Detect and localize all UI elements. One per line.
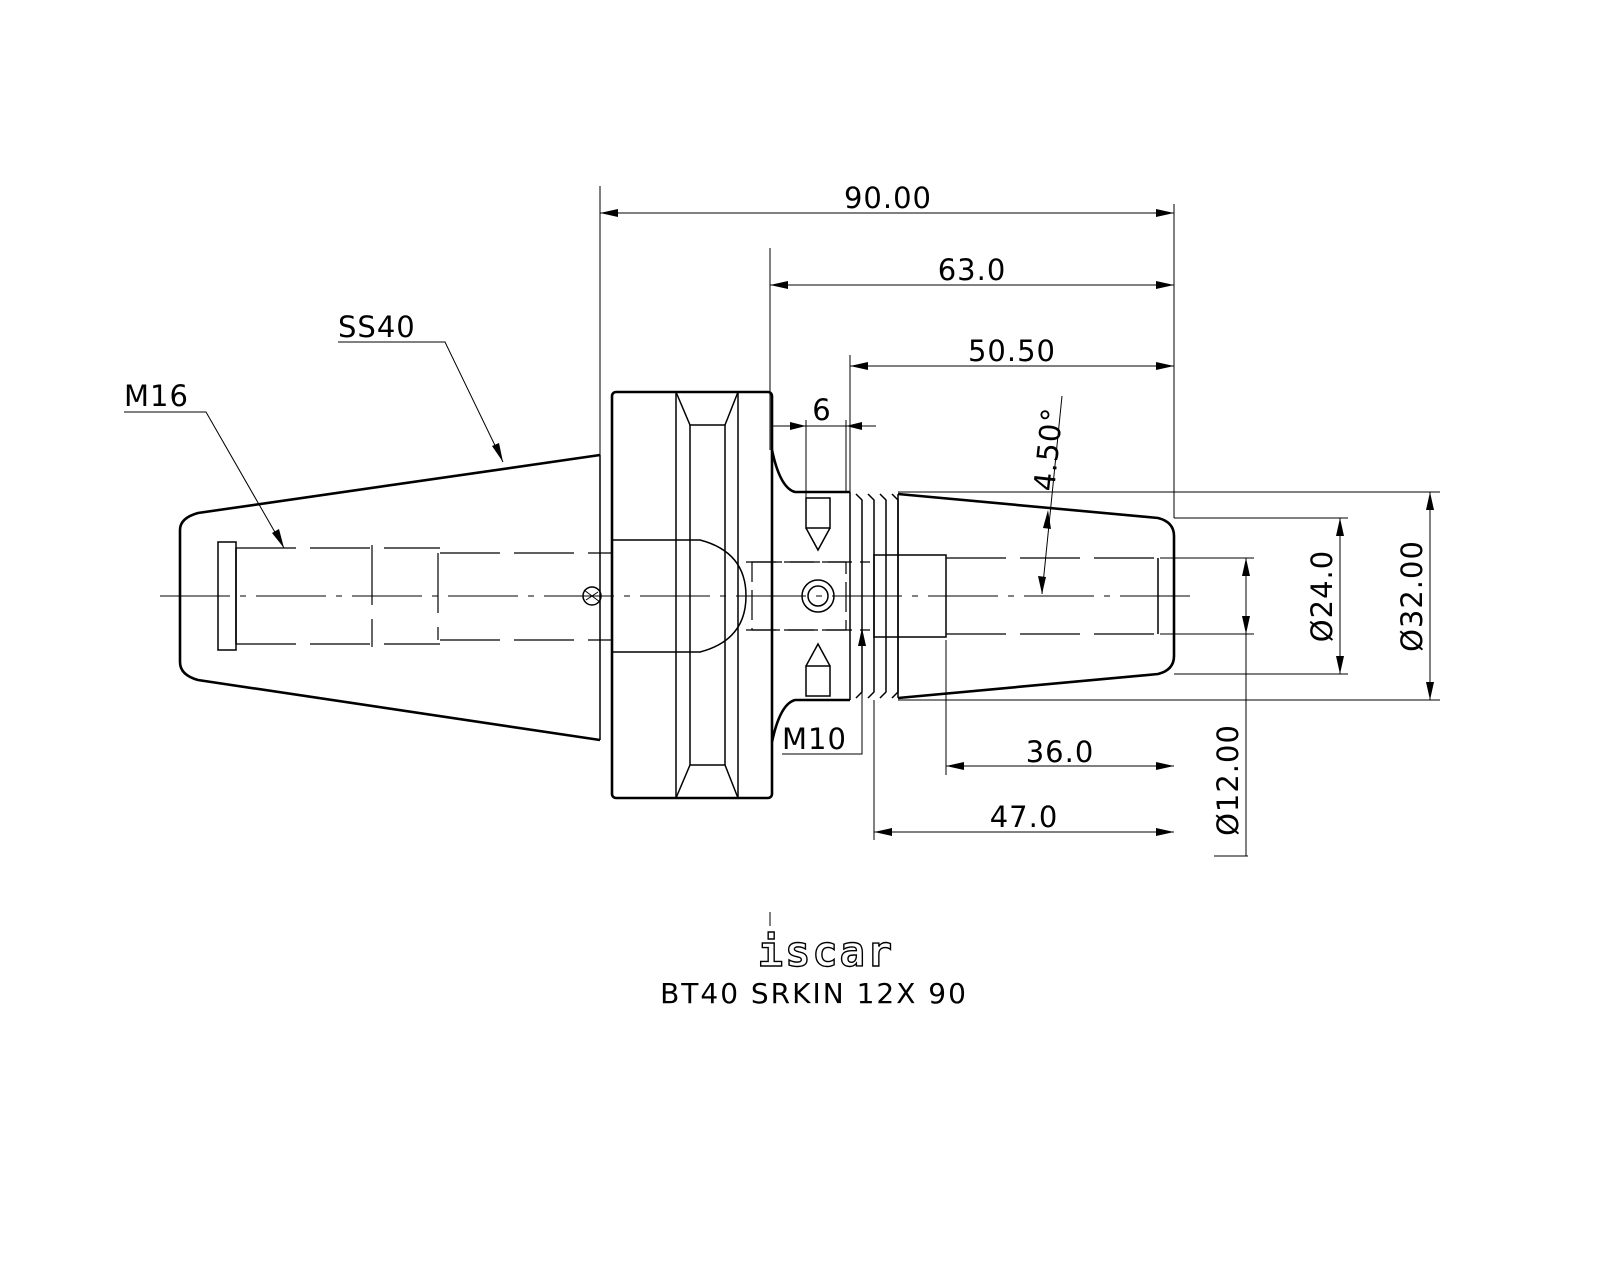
flange [610, 390, 774, 800]
dim-length-50: 50.50 [968, 334, 1056, 368]
dim-length-47: 47.0 [990, 800, 1059, 834]
dim-length-63: 63.0 [938, 253, 1007, 287]
callout-screw: M10 [782, 722, 847, 756]
dim-dia-24: Ø24.0 [1305, 550, 1339, 642]
dimension-lines [124, 186, 1440, 857]
dim-groove-width: 6 [812, 393, 831, 427]
product-code: BT40 SRKIN 12X 90 [660, 977, 968, 1010]
dim-taper-angle: 4.50° [1027, 406, 1070, 493]
key-pin [582, 586, 602, 606]
callout-taper: SS40 [338, 310, 416, 344]
dim-dia-32: Ø32.00 [1395, 540, 1429, 652]
dim-overall-length: 90.00 [844, 181, 932, 215]
hidden-bore [236, 545, 612, 647]
callout-thread: M16 [124, 379, 189, 413]
taper-shank [178, 453, 601, 742]
iscar-logo: iscar [757, 912, 894, 977]
dim-dia-12: Ø12.00 [1211, 724, 1245, 836]
logo-text: iscar [758, 927, 894, 976]
chuck-nose [873, 492, 1176, 700]
dim-length-36: 36.0 [1026, 735, 1095, 769]
